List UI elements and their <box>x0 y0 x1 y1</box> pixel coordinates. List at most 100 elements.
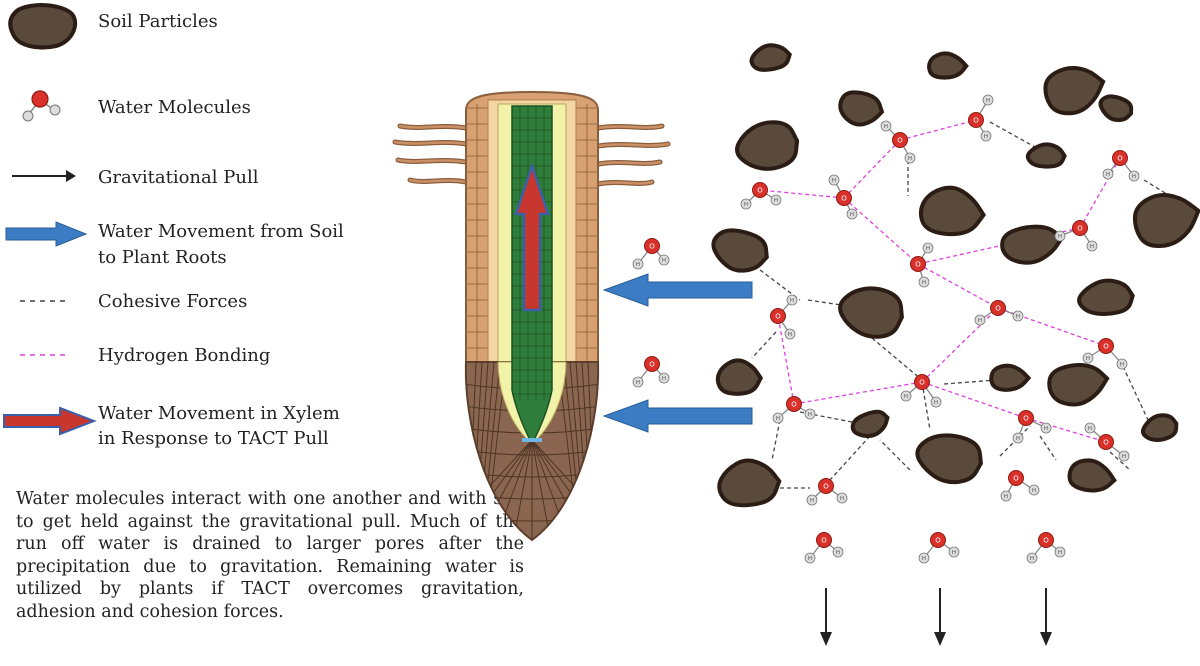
oxygen-label: O <box>841 195 847 203</box>
water-molecule: HHO <box>880 120 916 164</box>
hydrogen-label: H <box>934 400 938 406</box>
water-molecule: HHO <box>974 300 1024 326</box>
gravity-arrow-1 <box>820 588 832 646</box>
oxygen-atom <box>1008 470 1024 486</box>
oxygen-label: O <box>791 401 797 409</box>
hydrogen-label: H <box>1086 356 1090 362</box>
oxygen-label: O <box>1117 155 1123 163</box>
red-arrow-icon <box>3 406 97 436</box>
water-molecule: HHO <box>804 532 844 564</box>
hydrogen-atom <box>904 152 916 164</box>
hydrogen-label: H <box>884 124 888 130</box>
hydrogen-label: H <box>1106 172 1110 178</box>
hydrogen-label: H <box>850 212 854 218</box>
soil-particle <box>1000 224 1065 265</box>
water-molecule: HHO <box>968 94 994 142</box>
cohesive-force-line <box>943 379 997 385</box>
water-molecule: H H O <box>828 174 858 220</box>
water-molecule: HHO <box>910 242 934 288</box>
water-molecule: HHO <box>1012 410 1052 444</box>
hydrogen-bond-line <box>843 197 919 265</box>
soil-particle <box>1025 142 1067 169</box>
hydrogen-label: H <box>1132 174 1136 180</box>
hydrogen-bond-line <box>899 119 977 141</box>
hydrogen-atom <box>918 276 930 288</box>
hydrogen-label: H <box>1088 426 1092 432</box>
blue-arrow-icon <box>5 221 88 247</box>
hydrogen-label: H <box>922 556 926 562</box>
oxygen-atom <box>786 396 802 412</box>
hydrogen-label: H <box>836 550 840 556</box>
oxygen-atom <box>644 238 660 254</box>
soil-particle <box>1141 413 1179 442</box>
hydrogen-label: H <box>1120 362 1124 368</box>
xylem-flow-arrow <box>514 162 550 312</box>
hydrogen-atom <box>1084 422 1096 434</box>
hydrogen-atom <box>832 546 844 558</box>
cohesive-force-line <box>1143 179 1171 197</box>
oxygen-label: O <box>649 361 655 369</box>
hydrogen-label: H <box>636 380 640 386</box>
black-arrow-icon <box>12 170 76 182</box>
oxygen-label: O <box>915 261 921 269</box>
soil-particle-icon <box>8 3 78 50</box>
soil-to-root-arrow-top <box>602 273 753 307</box>
hydrogen-bond-line <box>921 307 999 383</box>
hydrogen-label: H <box>978 318 982 324</box>
hydrogen-atom <box>948 546 960 558</box>
oxygen-atom <box>1098 434 1114 450</box>
root-hairs-left <box>392 123 469 185</box>
water-molecule: HHO <box>632 238 670 270</box>
hydrogen-atom <box>804 552 816 564</box>
hydrogen-label: H <box>1004 494 1008 500</box>
oxygen-label: O <box>995 305 1001 313</box>
soil-particle <box>1047 362 1110 407</box>
hydrogen-bond-line <box>843 139 901 199</box>
oxygen-atom <box>752 182 768 198</box>
water-molecule-icon <box>22 90 61 122</box>
hydrogen-atom <box>974 314 986 326</box>
hydrogen-atom <box>1102 168 1114 180</box>
hydrogen-atom <box>1000 490 1012 502</box>
hydrogen-label: H <box>1016 436 1020 442</box>
oxygen-label: O <box>1103 343 1109 351</box>
caption-text: Water molecules interact with one anothe… <box>16 489 524 622</box>
hydrogen-atom <box>1054 230 1066 242</box>
hydrogen-label: H <box>926 246 930 252</box>
soil-particle <box>989 363 1032 392</box>
soil-particle <box>850 409 890 438</box>
oxygen-label: O <box>919 379 925 387</box>
hydrogen-bond-line <box>793 381 923 405</box>
soil-particle <box>1043 65 1106 116</box>
hydrogen-label: H <box>774 198 778 204</box>
hydrogen-atom <box>828 174 840 186</box>
hydrogen-atom <box>1040 422 1052 434</box>
hydrogen-atom <box>980 130 992 142</box>
cohesive-force-line <box>751 331 777 359</box>
oxygen-atom <box>816 532 832 548</box>
hydrogen-atom <box>784 328 796 340</box>
hydrogen-atom <box>632 376 644 388</box>
hydrogen-label: H <box>1030 556 1034 562</box>
legend-label-soil: Soil Particles <box>98 11 218 32</box>
water-molecule: H H O <box>900 374 942 408</box>
legend-label-hbond: Hydrogen Bonding <box>98 345 271 366</box>
water-molecule: H H O <box>1082 338 1128 370</box>
hydrogen-atom <box>1026 552 1038 564</box>
water-molecule: HHO <box>918 532 960 564</box>
hydrogen-atom <box>930 396 942 408</box>
soil-particle <box>927 51 969 80</box>
legend-label-gravity: Gravitational Pull <box>98 167 259 188</box>
oxygen-atom <box>644 356 660 372</box>
hydrogen-label: H <box>904 394 908 400</box>
oxygen-label: O <box>1077 225 1083 233</box>
cohesive-force-line <box>829 435 871 481</box>
hydrogen-label: H <box>832 178 836 184</box>
hydrogen-label: H <box>1090 244 1094 250</box>
soil-particle <box>749 43 792 72</box>
hydrogen-label: H <box>776 416 780 422</box>
hydrogen-label: H <box>952 550 956 556</box>
soil-particle <box>1077 278 1135 317</box>
oxygen-atom <box>1112 150 1128 166</box>
hydrogen-atom <box>982 94 994 106</box>
